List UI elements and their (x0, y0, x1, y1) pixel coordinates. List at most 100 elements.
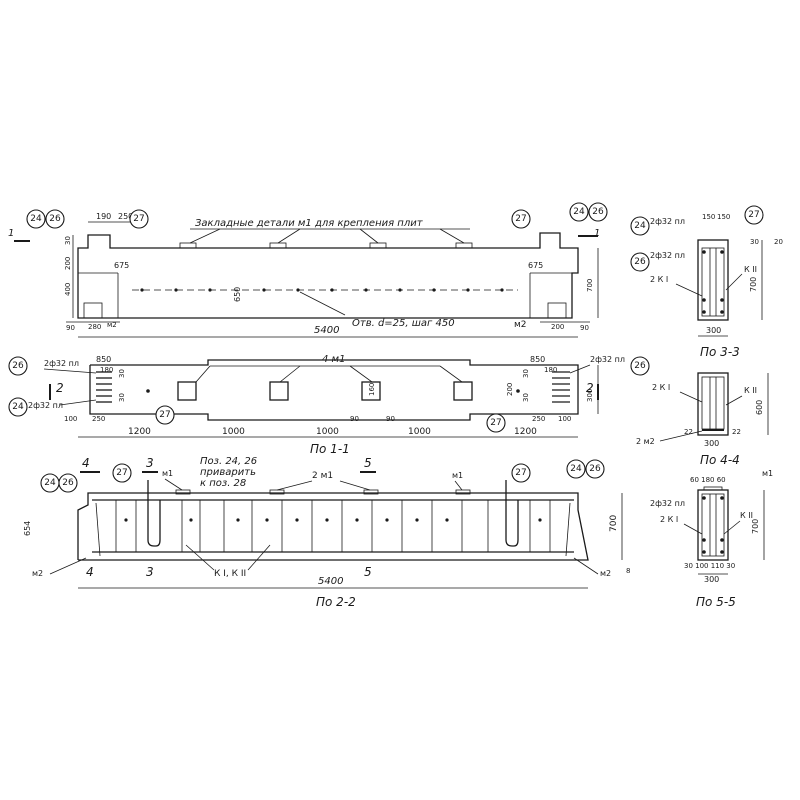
s33-rebar-mid: 2ф32 пл (650, 251, 685, 260)
plan-m1-plate-4 (453, 381, 473, 401)
dim-30-a: 30 (118, 369, 126, 378)
section44-title: По 4-4 (700, 453, 740, 467)
m1-center-leader-b (339, 480, 371, 491)
s33-150a: 150 (702, 213, 715, 221)
section33-outline (697, 239, 729, 321)
svg-text:26: 26 (62, 478, 74, 488)
dim-180-right: 180 (544, 366, 557, 374)
bubble-27-plan-right: 27 (486, 413, 506, 433)
dim-190: 190 (96, 212, 111, 221)
s55-ki: 2 К I (660, 515, 678, 524)
svg-text:24: 24 (30, 214, 42, 224)
dim-1000-a: 1000 (222, 427, 245, 437)
cut-1-right: 1 (594, 228, 600, 239)
s33-ki: 2 К I (650, 275, 668, 284)
bubble-27-s22-left: 27 (112, 463, 132, 483)
dim-1200-right: 1200 (514, 427, 537, 437)
svg-text:27: 27 (159, 410, 170, 420)
elevation-m1-plates (179, 242, 473, 249)
leader-m1-4 (439, 228, 465, 244)
beam-elevation: Закладные детали м1 для крепления плит О… (8, 202, 608, 338)
s33-rebar-top: 2ф32 пл (650, 217, 685, 226)
m1-center-label: 2 м1 (312, 471, 333, 481)
cut-5-bottom: 5 (364, 565, 372, 579)
section22-m1-left (175, 489, 191, 495)
section22-654: 654 (23, 521, 32, 536)
dim-90-right: 90 (580, 324, 589, 332)
svg-text:26: 26 (49, 214, 61, 224)
rebar-leader-tl (43, 368, 97, 374)
section-3-3: 2ф32 пл 2ф32 пл 2 К I К II 150 150 30 20… (630, 205, 783, 359)
section55-stirrup (701, 493, 725, 557)
plates-leader-2 (279, 365, 301, 383)
svg-text:24: 24 (570, 464, 582, 474)
plates-leader-4 (439, 365, 463, 383)
elevation-height: 700 (586, 279, 594, 292)
dim-100-right: 100 (558, 415, 571, 423)
rebar-top-left: 2ф32 пл (44, 359, 79, 368)
m1-right-label: м1 (452, 471, 463, 480)
section44-stirrup (701, 376, 725, 430)
s55-kii-leader (723, 520, 741, 535)
bubble-27-plan-left: 27 (155, 405, 175, 425)
dim-850-left: 850 (96, 355, 111, 364)
rebar-note: К I, К II (214, 569, 246, 579)
dim-200: 200 (64, 257, 72, 270)
weld-note-2: приварить (200, 467, 256, 478)
cut-4-bottom: 4 (86, 565, 94, 579)
plan-outline (89, 359, 579, 421)
svg-text:24: 24 (573, 207, 585, 217)
dim-1000-b: 1000 (316, 427, 339, 437)
plan-rebar-left (96, 371, 112, 403)
section22-outline (77, 492, 589, 561)
plan-m1-plate-2 (269, 381, 289, 401)
s33-kii-leader (725, 273, 743, 291)
bubble-26-s22-left: 26 (58, 473, 78, 493)
dim-90-a: 90 (350, 415, 359, 423)
plates-label: 4 м1 (322, 354, 345, 365)
rebar-leader-a (185, 544, 215, 571)
bubble-24-right: 24 (569, 202, 589, 222)
s44-width: 300 (704, 439, 719, 448)
hook-27-right (505, 480, 519, 547)
dim-30-d: 30 (522, 393, 530, 402)
section22-title: По 2-2 (316, 595, 356, 609)
s55-height: 700 (751, 519, 760, 534)
bubble-24-plan-left: 24 (8, 397, 28, 417)
embedded-parts-note: Закладные детали м1 для крепления плит (195, 218, 424, 229)
svg-text:27: 27 (515, 214, 526, 224)
m2-right-leader (573, 557, 599, 575)
section22-end-right (565, 502, 571, 557)
page-mark: 8 (626, 567, 630, 575)
elevation-outline (77, 232, 579, 319)
dim-1200-left: 1200 (128, 427, 151, 437)
dim-200: 200 (506, 383, 514, 396)
bubble-26-right: 26 (588, 202, 608, 222)
section55-rebar-dots (702, 496, 724, 554)
plan-rebar-right (552, 371, 570, 403)
dim-675-left: 675 (114, 261, 129, 270)
hook-27-left (147, 480, 161, 547)
elevation-end-plate-left (83, 302, 103, 319)
s55-width: 300 (704, 575, 719, 584)
s44-m2: 2 м2 (636, 437, 655, 446)
s44-kii-leader (725, 395, 743, 406)
bubble-26-plan-right: 26 (630, 356, 650, 376)
dim-30-b: 30 (118, 393, 126, 402)
dim-30: 30 (64, 236, 72, 245)
s55-top-dims: 60 180 60 (690, 476, 726, 484)
dim-400: 400 (64, 283, 72, 296)
dim-250-left: 250 (92, 415, 105, 423)
svg-text:24: 24 (12, 402, 24, 412)
section22-m1-right (455, 489, 471, 495)
plates-leader-3 (349, 365, 373, 383)
plan-m1-plate-3 (361, 381, 381, 401)
bubble-26-s33: 26 (630, 252, 650, 272)
s33-150b: 150 (717, 213, 730, 221)
plan-title: По 1-1 (310, 442, 350, 456)
m2-left-label: м2 (107, 321, 117, 329)
svg-text:27: 27 (116, 468, 127, 478)
section22-height: 700 (609, 515, 619, 532)
cut-4-top: 4 (82, 456, 90, 470)
cut-2-right: 2 (586, 381, 594, 395)
